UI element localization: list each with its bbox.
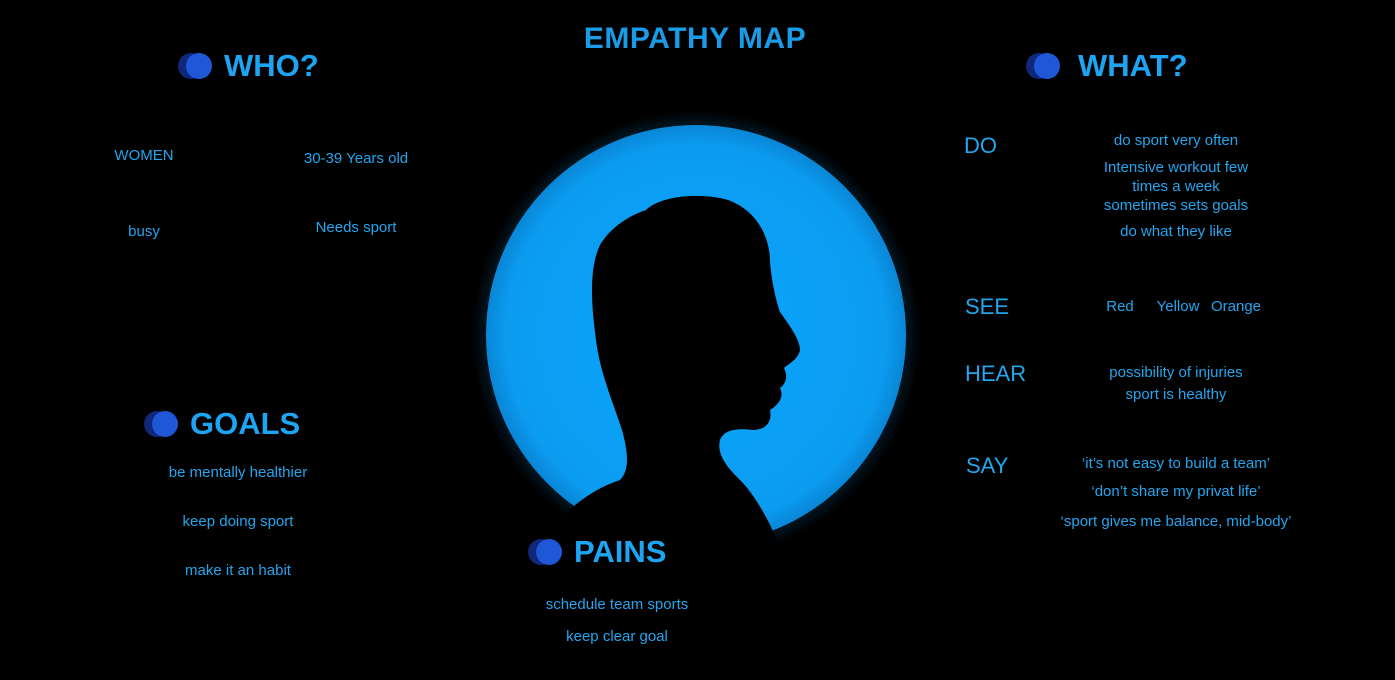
who-heading-label: WHO? xyxy=(224,48,319,83)
who-item: WOMEN xyxy=(114,147,174,164)
page-title: EMPATHY MAP xyxy=(583,22,807,55)
who-item: 30-39 Years old xyxy=(303,150,409,167)
pains-heading-label: PAINS xyxy=(574,534,667,569)
person-silhouette-icon xyxy=(500,195,800,640)
do-item: do what they like xyxy=(1120,223,1232,240)
toggle-dot-icon xyxy=(178,53,216,79)
do-item: times a week xyxy=(1132,178,1220,195)
toggle-dot-icon xyxy=(528,539,566,565)
see-item: Yellow xyxy=(1156,298,1200,315)
who-heading: WHO? xyxy=(178,48,319,84)
goals-item: be mentally healthier xyxy=(168,464,308,481)
see-item: Red xyxy=(1106,298,1134,315)
say-item: ‘sport gives me balance, mid-body’ xyxy=(1060,513,1292,530)
hear-item: sport is healthy xyxy=(1125,386,1227,403)
who-item: busy xyxy=(128,223,160,240)
do-item: do sport very often xyxy=(1113,132,1239,149)
say-item: ‘don’t share my privat life’ xyxy=(1091,483,1261,500)
goals-item: keep doing sport xyxy=(182,513,294,530)
see-label: SEE xyxy=(965,294,1010,319)
say-item: ‘it’s not easy to build a team’ xyxy=(1081,455,1271,472)
see-item: Orange xyxy=(1210,298,1262,315)
goals-item: make it an habit xyxy=(185,562,291,579)
hear-item: possibility of injuries xyxy=(1109,364,1243,381)
goals-heading: GOALS xyxy=(144,406,300,442)
toggle-dot-icon xyxy=(1026,53,1064,79)
goals-heading-label: GOALS xyxy=(190,406,301,441)
do-item: sometimes sets goals xyxy=(1103,197,1249,214)
who-item: Needs sport xyxy=(315,219,397,236)
pains-heading: PAINS xyxy=(528,534,666,570)
pains-item: schedule team sports xyxy=(545,596,689,613)
do-item: Intensive workout few xyxy=(1103,159,1249,176)
what-heading-label: WHAT? xyxy=(1078,48,1188,83)
say-label: SAY xyxy=(966,453,1009,478)
what-heading: WHAT? xyxy=(1026,48,1188,84)
hear-label: HEAR xyxy=(965,361,1027,386)
do-label: DO xyxy=(964,133,997,158)
toggle-dot-icon xyxy=(144,411,182,437)
pains-item: keep clear goal xyxy=(566,628,668,645)
